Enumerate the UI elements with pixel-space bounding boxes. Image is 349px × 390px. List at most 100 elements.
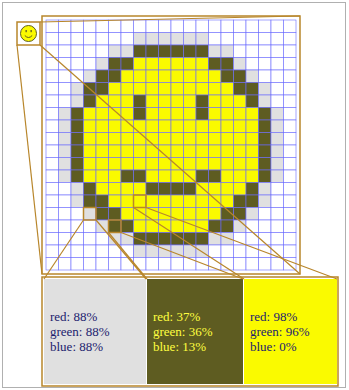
pixel xyxy=(184,183,197,196)
color-value: red: 98% xyxy=(250,309,336,324)
pixel xyxy=(121,258,134,271)
pixel xyxy=(46,233,59,246)
pixel xyxy=(134,33,147,46)
pixel xyxy=(96,258,109,271)
pixel xyxy=(121,158,134,171)
pixel xyxy=(184,158,197,171)
pixel xyxy=(71,45,84,58)
pixel xyxy=(134,70,147,83)
pixel xyxy=(271,145,284,158)
pixel xyxy=(134,158,147,171)
pixel xyxy=(271,58,284,71)
pixel xyxy=(209,120,222,133)
pixel xyxy=(134,58,147,71)
pixel xyxy=(109,133,122,146)
pixel xyxy=(121,208,134,221)
pixel xyxy=(71,183,84,196)
pixel xyxy=(284,158,297,171)
pixel xyxy=(146,195,159,208)
pixel xyxy=(121,95,134,108)
pixel xyxy=(284,245,297,258)
pixel xyxy=(209,20,222,33)
pixel xyxy=(184,58,197,71)
pixel xyxy=(146,120,159,133)
pixel xyxy=(71,245,84,258)
pixel xyxy=(121,133,134,146)
pixel xyxy=(284,233,297,246)
pixel xyxy=(134,145,147,158)
pixel xyxy=(109,258,122,271)
pixel xyxy=(221,95,234,108)
pixel xyxy=(84,170,97,183)
pixel xyxy=(234,158,247,171)
pixel xyxy=(71,145,84,158)
pixel xyxy=(96,58,109,71)
pixel xyxy=(84,220,97,233)
pixel xyxy=(234,145,247,158)
pixel xyxy=(109,33,122,46)
pixel xyxy=(84,245,97,258)
pixel xyxy=(271,170,284,183)
pixel xyxy=(171,95,184,108)
pixel xyxy=(159,45,172,58)
pixel xyxy=(96,145,109,158)
pixel xyxy=(234,95,247,108)
pixel xyxy=(259,208,272,221)
pixel xyxy=(159,120,172,133)
pixel xyxy=(196,95,209,108)
pixel xyxy=(246,95,259,108)
pixel xyxy=(284,83,297,96)
pixel xyxy=(134,133,147,146)
pixel xyxy=(246,133,259,146)
pixel xyxy=(121,83,134,96)
pixel xyxy=(171,33,184,46)
pixel xyxy=(134,258,147,271)
pixel xyxy=(209,145,222,158)
pixel xyxy=(71,208,84,221)
pixel xyxy=(109,58,122,71)
pixel xyxy=(196,158,209,171)
pixel xyxy=(221,133,234,146)
pixel xyxy=(184,70,197,83)
pixel xyxy=(221,20,234,33)
pixel xyxy=(209,183,222,196)
pixel xyxy=(271,158,284,171)
pixel xyxy=(109,220,122,233)
pixel xyxy=(46,95,59,108)
pixel xyxy=(96,20,109,33)
pixel xyxy=(84,158,97,171)
pixel xyxy=(121,70,134,83)
pixel xyxy=(196,45,209,58)
pixel xyxy=(271,133,284,146)
pixel xyxy=(159,70,172,83)
pixel xyxy=(109,120,122,133)
pixel xyxy=(259,33,272,46)
pixel xyxy=(121,33,134,46)
pixel xyxy=(59,258,72,271)
pixel xyxy=(71,233,84,246)
pixel xyxy=(109,195,122,208)
pixel xyxy=(196,208,209,221)
pixel xyxy=(159,208,172,221)
pixel xyxy=(159,195,172,208)
pixel xyxy=(134,83,147,96)
pixel xyxy=(59,95,72,108)
pixel xyxy=(84,258,97,271)
pixel xyxy=(146,183,159,196)
pixel xyxy=(246,170,259,183)
pixel xyxy=(96,95,109,108)
pixel xyxy=(209,195,222,208)
pixel xyxy=(209,133,222,146)
pixel xyxy=(146,95,159,108)
pixel xyxy=(171,20,184,33)
pixel xyxy=(271,120,284,133)
pixel xyxy=(196,145,209,158)
pixel xyxy=(59,195,72,208)
pixel xyxy=(71,133,84,146)
pixel xyxy=(246,20,259,33)
pixel xyxy=(246,208,259,221)
pixel xyxy=(171,70,184,83)
pixel xyxy=(96,70,109,83)
pixel xyxy=(84,183,97,196)
